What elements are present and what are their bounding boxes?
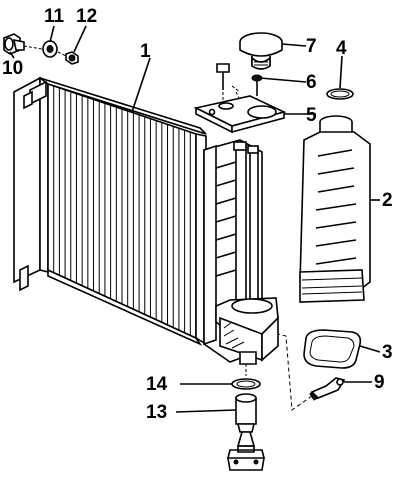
callout-10: 10 (2, 58, 23, 79)
expansion-tank-assembly (203, 139, 279, 365)
callout-7: 7 (306, 36, 317, 57)
gasket-3 (303, 329, 362, 369)
sensor-9 (309, 377, 346, 401)
screw-small (216, 63, 230, 102)
plug-12 (65, 51, 79, 65)
radiator-core (13, 76, 207, 346)
callout-9: 9 (374, 372, 385, 393)
callout-2: 2 (382, 190, 393, 211)
callout-13: 13 (146, 402, 167, 423)
leader-lines (9, 25, 381, 413)
callout-14: 14 (146, 374, 168, 395)
callout-1: 1 (140, 41, 151, 62)
washer-11 (42, 40, 58, 58)
callout-3: 3 (382, 342, 393, 363)
filler-bracket (193, 95, 287, 134)
callout-12: 12 (76, 6, 97, 27)
reservoir-tank-2 (299, 115, 371, 303)
callout-4: 4 (336, 38, 347, 59)
callout-5: 5 (306, 105, 317, 126)
filler-cap (239, 32, 283, 70)
drain-plug-13 (227, 393, 265, 471)
callout-11: 11 (44, 6, 65, 27)
plug-10 (3, 33, 25, 55)
callout-6: 6 (306, 72, 317, 93)
